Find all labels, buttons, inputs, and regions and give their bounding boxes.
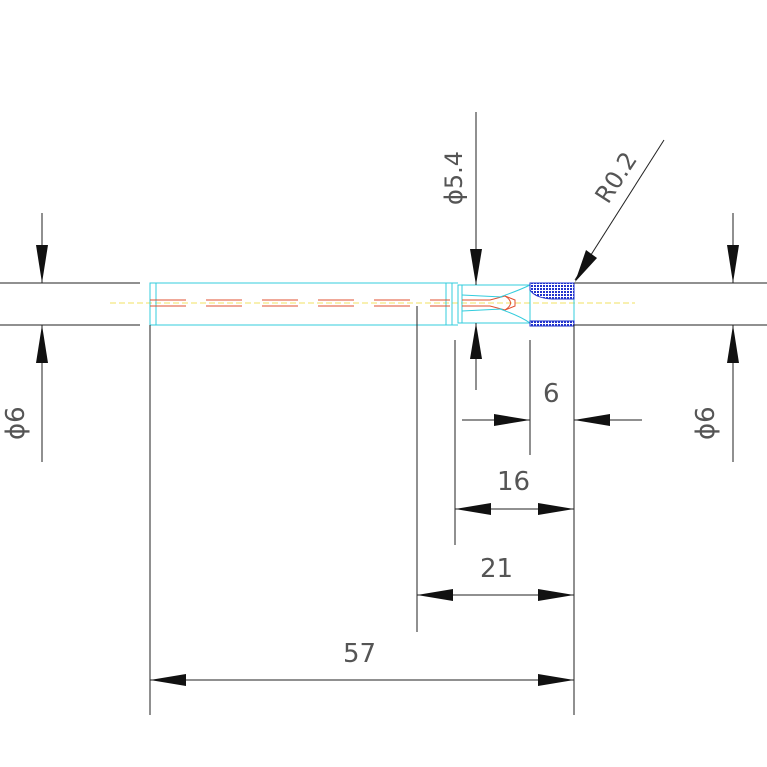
- dim-radius: R0.2: [574, 139, 665, 282]
- dim-right-diameter-label: ϕ6: [691, 406, 721, 440]
- dim-tip-diameter: ϕ5.4: [440, 112, 482, 390]
- dim-left-diameter-label: ϕ6: [1, 406, 31, 440]
- dim-len-6: 6: [462, 379, 642, 426]
- dim-radius-label: R0.2: [590, 147, 643, 208]
- hatched-section-bottom: [529, 320, 575, 327]
- dim-left-diameter: ϕ6: [1, 213, 48, 462]
- hatched-section-top: [529, 282, 575, 300]
- dim-len-6-label: 6: [543, 379, 560, 409]
- bore-lines: [150, 284, 531, 324]
- shaft-body: [149, 282, 575, 326]
- dim-len-21: 21: [417, 554, 574, 601]
- dim-right-diameter: ϕ6: [691, 213, 739, 462]
- dim-len-57: 57: [150, 639, 574, 686]
- dim-tip-diameter-label: ϕ5.4: [440, 151, 468, 205]
- dim-len-16: 16: [455, 467, 574, 515]
- dim-len-21-label: 21: [480, 554, 513, 584]
- dim-len-16-label: 16: [497, 467, 530, 497]
- dim-len-57-label: 57: [343, 639, 376, 669]
